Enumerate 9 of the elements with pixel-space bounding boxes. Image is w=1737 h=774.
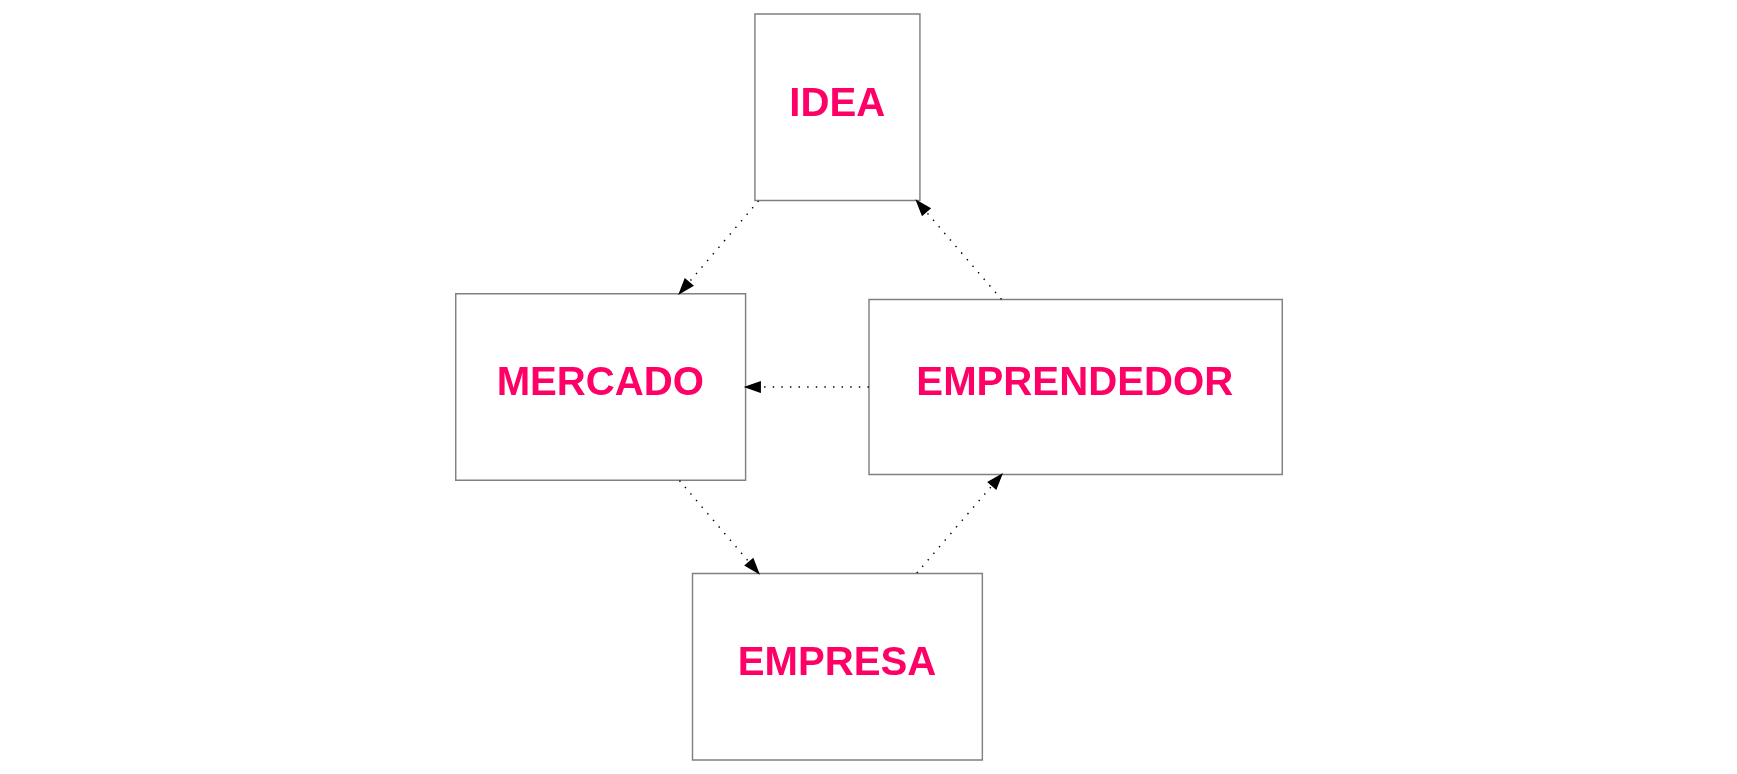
node-box: IDEA bbox=[753, 13, 921, 202]
node-box: EMPRESA bbox=[691, 572, 983, 761]
arrow bbox=[678, 479, 760, 575]
arrow bbox=[914, 199, 1002, 301]
arrow bbox=[743, 380, 870, 394]
node-box: MERCADO bbox=[454, 293, 746, 481]
node-box: EMPRENDEDOR bbox=[867, 298, 1283, 476]
arrow bbox=[677, 200, 759, 295]
arrow bbox=[915, 472, 1003, 574]
